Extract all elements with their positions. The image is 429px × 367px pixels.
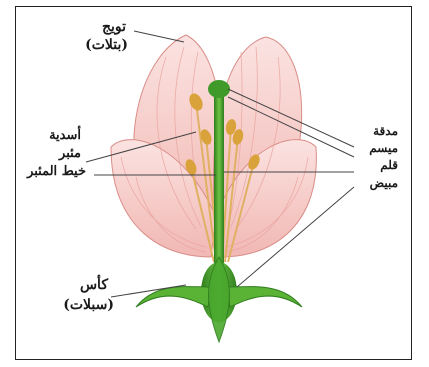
label-stigma: مدقة: [373, 124, 398, 138]
label-petals: (بتلات): [85, 37, 128, 53]
label-stamens: أسدية: [49, 126, 81, 143]
sepal-right: [227, 287, 302, 307]
diagram-frame: تويج (بتلات) أسدية مئبر خيط المئبر مدقة …: [15, 6, 412, 360]
label-anther: مئبر: [58, 146, 81, 161]
label-stigma2: ميسم: [369, 141, 398, 156]
stigma: [208, 80, 230, 98]
sepal-left: [136, 287, 211, 307]
label-sepals: (سبلات): [63, 297, 114, 313]
label-ovary: مبيض: [370, 176, 398, 191]
flower-diagram: تويج (بتلات) أسدية مئبر خيط المئبر مدقة …: [16, 7, 413, 361]
sepals: [136, 257, 302, 342]
label-style: قلم: [380, 158, 398, 173]
label-calyx: كأس: [80, 274, 108, 293]
label-corolla: تويج: [102, 19, 126, 35]
petals: [111, 35, 316, 257]
label-filament: خيط المئبر: [26, 164, 86, 179]
